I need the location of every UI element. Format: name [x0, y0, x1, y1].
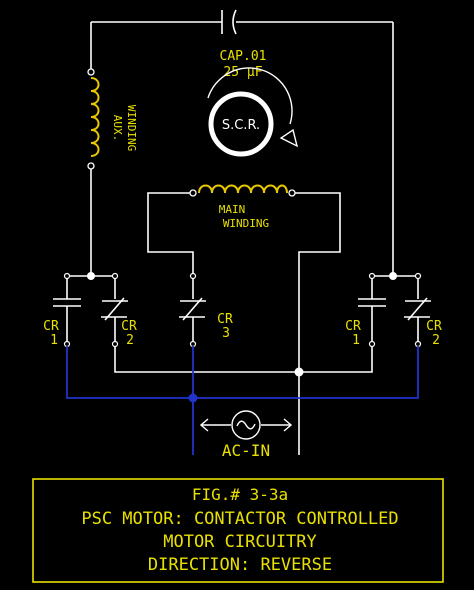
- left-cr1-bottom-terminal: [63, 340, 71, 348]
- scr-rotation-symbol: [207, 67, 299, 157]
- cr3-contact: [179, 276, 206, 342]
- main-winding-coil: [189, 184, 296, 197]
- right-cr2-top-terminal: [414, 272, 422, 280]
- cr3-bottom-terminal: [189, 340, 197, 348]
- cr3-top-terminal: [189, 272, 197, 280]
- main-winding-label-2: WINDING: [223, 217, 269, 230]
- right-junction-node: [389, 272, 397, 280]
- left-cr2-bottom-terminal: [111, 340, 119, 348]
- blue-bus-junction: [188, 393, 198, 403]
- aux-winding-label-1: AUX.: [111, 115, 124, 142]
- left-cr1-number: 1: [50, 333, 58, 348]
- left-cr1-label: CR: [43, 319, 59, 334]
- ac-in-label: AC-IN: [222, 441, 270, 460]
- caption-box: [32, 478, 444, 583]
- left-junction-node: [87, 272, 95, 280]
- main-winding-label-1: MAIN: [219, 203, 246, 216]
- main-winding-wiring: [147, 192, 341, 372]
- scr-label: S.C.R.: [222, 118, 260, 133]
- caption-figure-number: FIG.# 3-3a: [192, 485, 288, 504]
- left-contactor-group: [53, 275, 128, 342]
- white-bus-junction: [294, 367, 304, 377]
- caption-subtitle: MOTOR CIRCUITRY: [163, 532, 317, 552]
- cr3-number: 3: [222, 326, 230, 341]
- ac-source: [199, 410, 293, 440]
- right-cr2-bottom-terminal: [414, 340, 422, 348]
- right-cr2-label: CR: [426, 319, 442, 334]
- white-return-bus: [114, 346, 373, 455]
- cr3-label: CR: [217, 312, 233, 327]
- caption-title: PSC MOTOR: CONTACTOR CONTROLLED: [81, 509, 398, 529]
- top-wiring: [90, 21, 394, 276]
- left-cr2-label: CR: [121, 319, 137, 334]
- right-contactor-group: [358, 275, 431, 342]
- left-cr1-top-terminal: [63, 272, 71, 280]
- left-cr2-number: 2: [126, 333, 134, 348]
- right-cr1-number: 1: [352, 333, 360, 348]
- aux-winding-coil: [87, 68, 100, 170]
- capacitor: [221, 9, 237, 35]
- right-cr1-bottom-terminal: [368, 340, 376, 348]
- left-cr2-top-terminal: [111, 272, 119, 280]
- caption-direction: DIRECTION: REVERSE: [148, 555, 332, 575]
- right-cr2-number: 2: [432, 333, 440, 348]
- aux-winding-label-2: WINDING: [125, 105, 138, 151]
- right-cr1-label: CR: [345, 319, 361, 334]
- right-cr1-top-terminal: [368, 272, 376, 280]
- capacitor-label: CAP.01: [220, 49, 267, 64]
